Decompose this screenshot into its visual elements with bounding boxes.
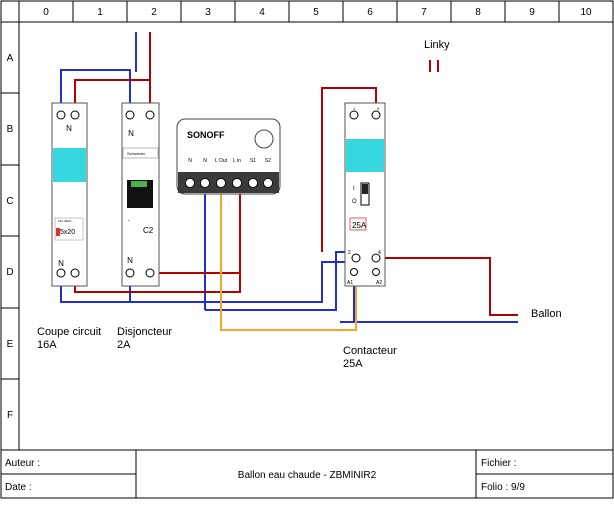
column-labels: 0 1 2 3 4 5 6 7 8 9 10 [43,7,592,18]
contactor-rating: 25A [352,221,367,230]
contactor-coil-terminal: A2 [376,280,382,286]
column-dividers [72,1,560,22]
terminal-screw [56,110,66,120]
breaker-16a: N N 5x20 16A 400V~ [51,102,88,287]
breaker-2a-dash: - [128,218,130,224]
terminal-screw [145,110,155,120]
row-labels: A B C D E F [6,53,13,421]
terminal-screw [70,268,80,278]
folio-label: Folio : 9/9 [481,482,525,493]
contactor-teal-band [346,139,384,172]
column-label: 0 [43,7,49,18]
row-label: D [6,267,13,278]
ballon-label: Ballon [531,308,562,320]
breaker-16a-small-text: 16A 400V~ [58,219,73,223]
contactor-bottom-terminal: 2 [348,250,351,256]
sonoff-terminal-label: L Out [215,158,228,164]
column-label: 5 [313,7,319,18]
terminal-screw [145,268,155,278]
sonoff-terminal-label: N [188,158,192,164]
sonoff-button [254,129,274,149]
disjoncteur-rating: 2A [117,339,131,351]
contactor-top-terminal: 1 [353,106,356,111]
terminal-screw [56,268,66,278]
contacteur-rating: 25A [343,358,363,370]
breaker-16a-bottom-terminal: N [58,259,64,268]
row-dividers [1,92,19,380]
row-label: C [6,196,13,207]
coupe-circuit-rating: 16A [37,339,57,351]
breaker-16a-top-terminal: N [66,124,72,133]
column-label: 10 [580,7,592,18]
breaker-2a: Schneider N N C2 - [121,102,160,287]
terminal-screw [125,110,135,120]
breaker-2a-rating: C2 [143,226,154,235]
contactor-mode-label: O [352,199,357,205]
column-label: 2 [151,7,157,18]
column-label: 6 [367,7,373,18]
title-block [1,449,613,498]
sonoff-terminal-label: S2 [265,158,271,164]
breaker-teal-band [53,148,86,182]
terminal-screw [350,268,358,276]
contactor-bottom-terminal: 4 [378,250,381,256]
contactor-25a: 1 3 2 4 A1 A2 I O 25A [344,102,386,287]
terminal-screw [70,110,80,120]
contactor-coil-terminal: A1 [347,280,353,286]
contactor-top-terminal: 3 [377,106,380,111]
row-label: B [7,124,14,135]
coupe-circuit-caption: Coupe circuit [37,326,101,338]
file-label: Fichier : [481,458,517,469]
column-label: 3 [205,7,211,18]
disjoncteur-caption: Disjoncteur [117,326,172,338]
sonoff-terminal-label: L in [233,158,241,164]
breaker-16a-rating: 5x20 [60,229,75,236]
author-label: Auteur : [5,458,40,469]
column-label: 9 [529,7,535,18]
row-label: A [7,53,14,64]
terminal-screw [372,268,380,276]
contacteur-caption: Contacteur [343,345,397,357]
breaker-2a-bottom-terminal: N [127,256,133,265]
sonoff-terminal-label: N [203,158,207,164]
terminal-screw [371,253,381,263]
breaker-2a-brand: Schneider [127,151,146,156]
phase-wires [74,32,518,316]
sonoff-terminal-screws [185,178,273,188]
terminal-screw [125,268,135,278]
terminal-screw [349,110,359,120]
column-label: 1 [97,7,103,18]
date-label: Date : [5,482,32,493]
drawing-title: Ballon eau chaude - ZBMINIR2 [238,470,377,481]
breaker-2a-top-terminal: N [128,129,134,138]
fuse-indicator [56,228,60,236]
row-label: E [7,339,14,350]
column-label: 7 [421,7,427,18]
terminal-screw [371,110,381,120]
terminal-screw [351,253,361,263]
linky-meter-symbol [429,60,439,72]
linky-label: Linky [424,39,450,51]
column-label: 4 [259,7,265,18]
sonoff-module: SONOFF N N L Out L in S1 S2 [176,118,281,195]
sonoff-terminal-labels: N N L Out L in S1 S2 [188,158,271,164]
switched-wire [220,186,357,331]
row-label: F [7,410,13,421]
sonoff-terminal-label: S1 [250,158,256,164]
contactor-mode-label: I [353,186,355,192]
column-label: 8 [475,7,481,18]
sonoff-brand: SONOFF [187,130,225,140]
